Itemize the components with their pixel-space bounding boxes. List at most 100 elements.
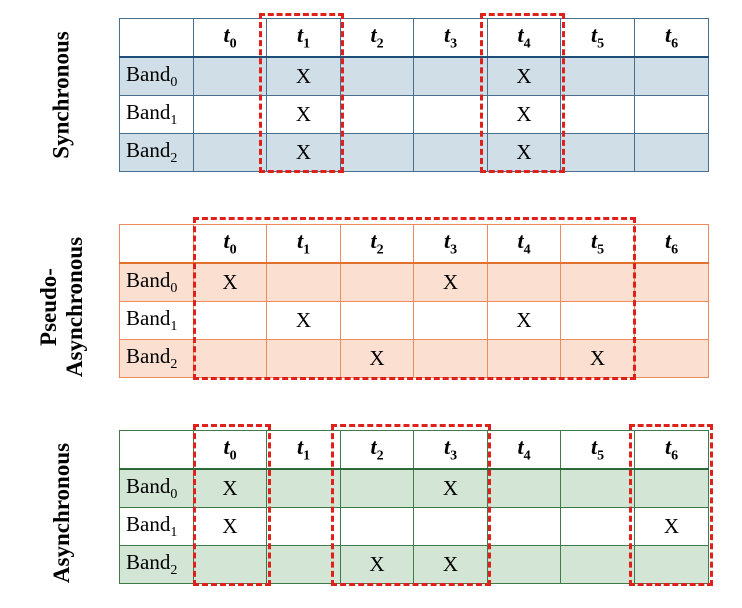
time-step-header: t0 xyxy=(193,18,267,58)
band-index: 2 xyxy=(170,151,178,167)
async-highlight-t0 xyxy=(193,424,271,586)
time-step-symbol: t xyxy=(664,434,672,460)
time-step-index: 5 xyxy=(597,448,605,464)
time-step-index: 0 xyxy=(229,448,237,464)
schedule-cell xyxy=(634,339,709,378)
schedule-cell: X xyxy=(487,133,561,172)
band-index: 1 xyxy=(170,525,178,541)
time-step-symbol: t xyxy=(370,22,377,48)
sync-highlight-t1 xyxy=(259,13,344,173)
async-highlight-t6 xyxy=(629,424,713,586)
schedule-cell xyxy=(193,56,267,96)
time-step-index: 1 xyxy=(303,242,311,258)
time-step-header: t4 xyxy=(487,224,561,264)
time-step-header: t6 xyxy=(634,224,709,264)
band-label: Band2 xyxy=(119,133,194,172)
schedule-cell xyxy=(560,95,635,134)
band-label-text: Band xyxy=(126,267,171,292)
schedule-cell: X xyxy=(413,545,488,584)
asynchronous-label-line: Asynchronous xyxy=(49,442,74,584)
pseudo-asynchronous-label: Pseudo- Asynchronous xyxy=(30,224,94,390)
schedule-cell xyxy=(193,133,267,172)
schedule-cell xyxy=(193,545,267,584)
time-step-symbol: t xyxy=(443,434,451,460)
band-index: 2 xyxy=(170,357,178,373)
schedule-cell xyxy=(560,545,635,584)
pseudo-highlight-t0-t5 xyxy=(193,217,636,380)
band-row: Band2 X X xyxy=(119,133,709,172)
schedule-cell xyxy=(193,95,267,134)
schedule-cell xyxy=(266,468,341,508)
schedule-cell xyxy=(340,133,414,172)
schedule-cell: X xyxy=(413,262,488,302)
time-step-symbol: t xyxy=(664,228,672,254)
time-step-symbol: t xyxy=(296,434,304,460)
time-step-index: 2 xyxy=(376,448,384,464)
schedule-cell xyxy=(487,545,561,584)
time-step-index: 2 xyxy=(376,36,384,52)
schedule-cell xyxy=(560,507,635,546)
schedule-cell xyxy=(340,56,414,96)
time-step-header: t3 xyxy=(413,18,488,58)
time-step-symbol: t xyxy=(590,434,598,460)
schedule-cell: X xyxy=(634,507,709,546)
band-label-text: Band xyxy=(126,99,171,124)
schedule-cell: X xyxy=(266,133,341,172)
band-index: 1 xyxy=(170,113,178,129)
time-step-header: t1 xyxy=(266,224,341,264)
band-label: Band0 xyxy=(119,56,194,96)
schedule-cell: X xyxy=(487,95,561,134)
schedule-cell xyxy=(634,468,709,508)
time-step-header: t2 xyxy=(340,430,414,470)
schedule-cell: X xyxy=(266,301,341,340)
schedule-cell xyxy=(413,95,488,134)
time-step-index: 5 xyxy=(597,242,605,258)
time-step-symbol: t xyxy=(370,228,377,254)
band-label: Band0 xyxy=(119,468,194,508)
asynchronous-label: Asynchronous xyxy=(34,420,90,606)
time-step-symbol: t xyxy=(517,228,524,254)
time-step-index: 1 xyxy=(303,36,311,52)
time-step-index: 0 xyxy=(229,36,237,52)
time-step-index: 6 xyxy=(671,242,679,258)
time-step-symbol: t xyxy=(590,22,598,48)
time-step-header: t5 xyxy=(560,430,635,470)
pseudo-asynchronous-label-line-1: Pseudo- xyxy=(36,268,61,346)
band-label: Band1 xyxy=(119,301,194,340)
time-step-header: t6 xyxy=(634,430,709,470)
async-highlight-t2-t3 xyxy=(331,424,491,586)
schedule-cell: X xyxy=(487,301,561,340)
synchronous-label-line: Synchronous xyxy=(49,31,75,159)
schedule-cell xyxy=(560,468,635,508)
time-step-index: 6 xyxy=(671,36,679,52)
time-step-index: 3 xyxy=(450,448,458,464)
schedule-cell xyxy=(634,262,709,302)
time-step-header: t6 xyxy=(634,18,709,58)
time-step-header: t3 xyxy=(413,430,488,470)
time-step-symbol: t xyxy=(517,434,524,460)
schedule-cell xyxy=(634,56,709,96)
corner-cell xyxy=(119,430,194,470)
synchronous-label: Synchronous xyxy=(42,18,82,172)
schedule-cell xyxy=(634,133,709,172)
band-index: 2 xyxy=(170,563,178,579)
time-step-index: 3 xyxy=(450,242,458,258)
time-step-header: t1 xyxy=(266,18,341,58)
schedule-cell xyxy=(487,507,561,546)
time-step-symbol: t xyxy=(223,22,230,48)
schedule-cell xyxy=(340,262,414,302)
schedule-cell: X xyxy=(340,339,414,378)
time-step-header: t0 xyxy=(193,430,267,470)
schedule-cell xyxy=(413,339,488,378)
band-label: Band0 xyxy=(119,262,194,302)
time-step-symbol: t xyxy=(296,22,304,48)
schedule-cell xyxy=(266,507,341,546)
schedule-cell xyxy=(413,56,488,96)
